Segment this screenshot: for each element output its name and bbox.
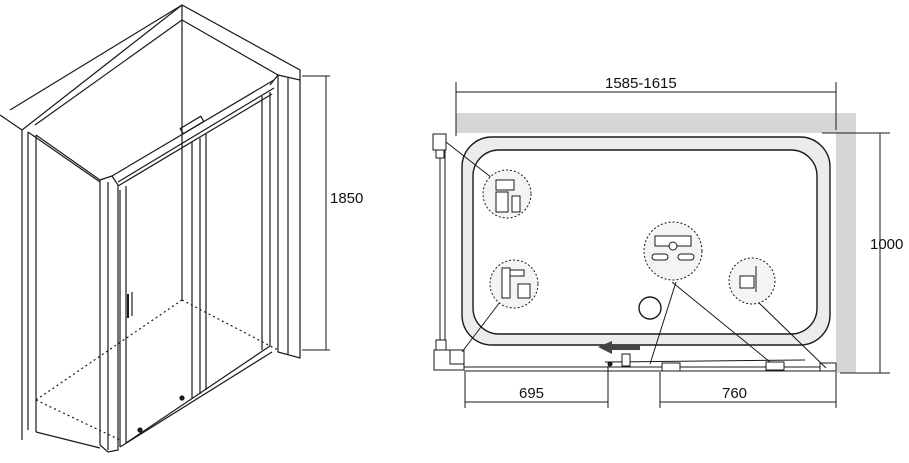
room-walls [0,4,301,440]
side-panel-plan [432,133,465,371]
front-glass [119,92,273,448]
depth-label: 1000 [870,236,903,253]
depth-dimension [822,132,890,374]
floor-outline [35,299,279,441]
perspective-view [0,4,301,453]
arrow-left-icon [598,341,640,354]
plan-view: 1585-1615 1000 [432,75,903,408]
height-label: 1850 [330,190,363,207]
right-wall-profile [269,74,301,359]
sliding-panel-label: 760 [722,385,747,402]
width-label: 1585-1615 [605,75,677,92]
bottom-dimensions [464,366,837,408]
right-wall [836,133,856,373]
detail-bottom-corner [489,259,539,309]
side-panel [27,131,101,449]
top-rail [111,79,275,187]
back-wall [456,113,856,133]
front-profile [99,175,119,453]
front-rail-plan [464,353,837,372]
detail-callouts [445,141,827,369]
detail-roller [643,221,703,281]
door-opening-label: 695 [519,385,544,402]
drain-icon [638,296,662,320]
width-dimension [455,82,837,136]
height-dimension [302,75,330,351]
